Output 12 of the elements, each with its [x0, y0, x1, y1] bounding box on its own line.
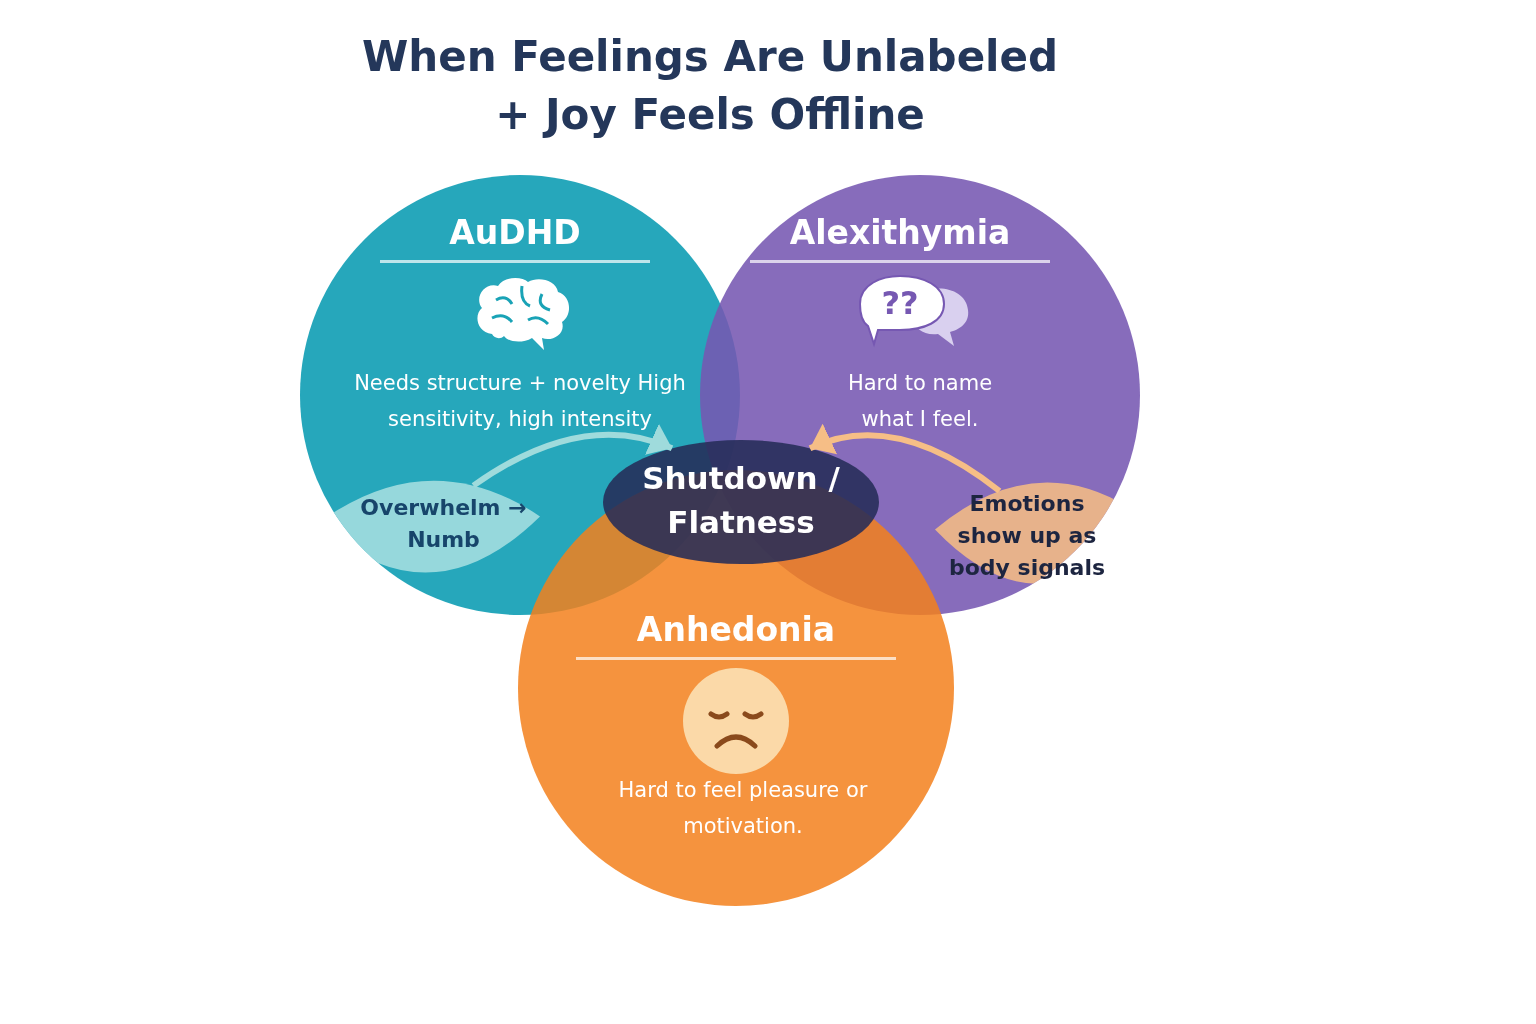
- band-label: Overwhelm → Numb: [359, 494, 528, 554]
- circle-heading: Alexithymia: [750, 213, 1050, 263]
- title: When Feelings Are Unlabeled + Joy Feels Offline: [360, 31, 1060, 141]
- question-marks: ??: [880, 284, 920, 322]
- description-text: Hard to feel pleasure or motivation.: [618, 777, 868, 840]
- description-text: Hard to name what I feel.: [846, 370, 994, 433]
- arrow: [471, 424, 674, 489]
- center-label: Shutdown / Flatness: [641, 459, 841, 542]
- arrow: [808, 424, 1002, 494]
- description-text: Needs structure + novelty High sensitivity, high intensity: [353, 370, 687, 433]
- circle-heading: Anhedonia: [576, 610, 896, 660]
- circle-heading: AuDHD: [380, 213, 650, 263]
